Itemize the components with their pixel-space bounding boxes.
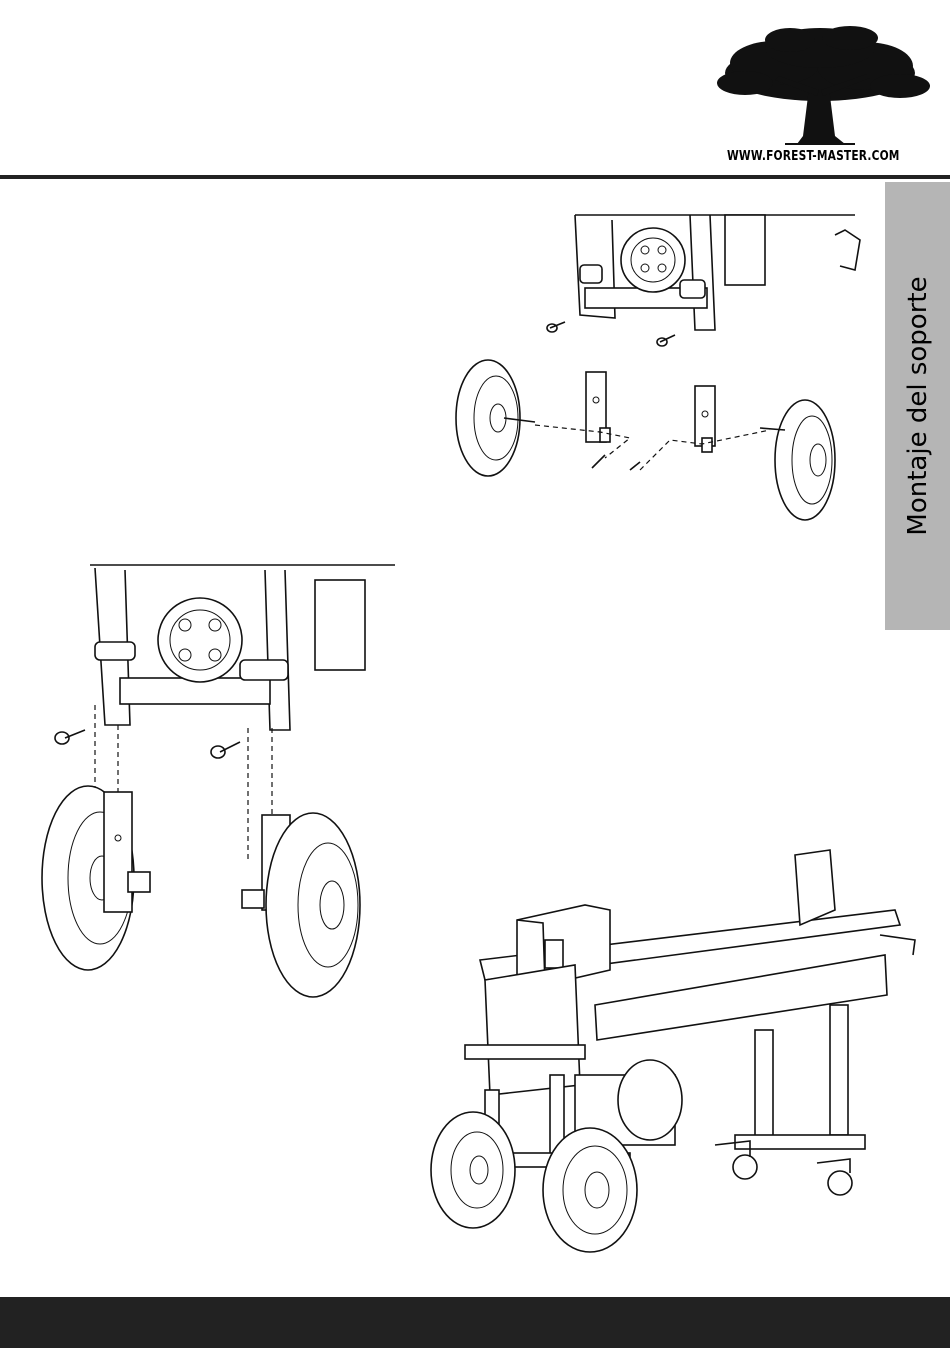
footer-bar: [0, 1297, 950, 1348]
wheel-leg-mounting-diagram: [30, 560, 400, 1000]
header-divider: [0, 175, 950, 179]
tree-icon: [705, 18, 940, 148]
section-tab-label: Montaje del soporte: [903, 276, 933, 535]
brand-logo: WWW.FOREST-MASTER.COM: [705, 18, 940, 168]
website-url: WWW.FOREST-MASTER.COM: [727, 149, 899, 164]
wheel-axle-exploded-diagram: [440, 200, 870, 530]
assembled-log-splitter-illustration: [425, 845, 925, 1255]
section-tab: Montaje del soporte: [885, 182, 950, 630]
